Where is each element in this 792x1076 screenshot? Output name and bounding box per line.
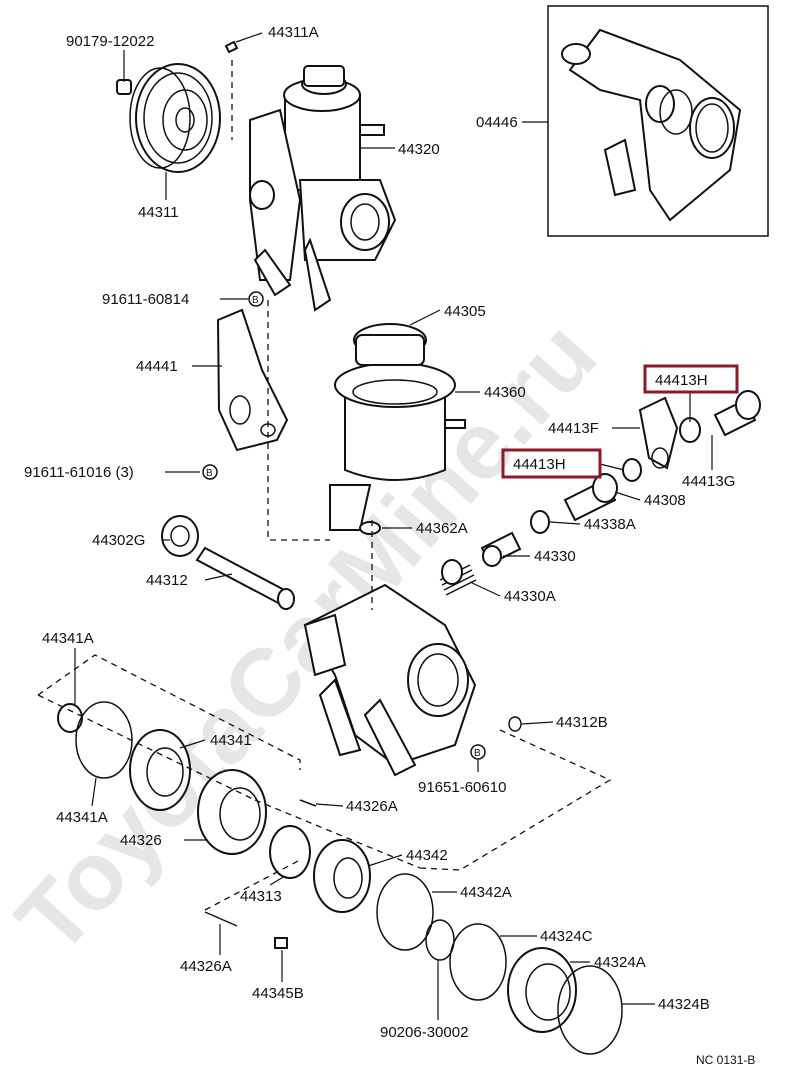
label-44308[interactable]: 44308 <box>644 492 686 509</box>
label-44320[interactable]: 44320 <box>398 141 440 158</box>
valve-44330 <box>480 531 522 567</box>
label-44326A-left[interactable]: 44326A <box>180 958 232 975</box>
snap-ring-44324B <box>557 965 623 1055</box>
label-44311[interactable]: 44311 <box>138 204 179 221</box>
highlight-44413H-mid <box>501 448 602 479</box>
label-44360[interactable]: 44360 <box>484 384 526 401</box>
label-44413G[interactable]: 44413G <box>682 473 735 490</box>
o-ring-44341A-small <box>57 703 83 733</box>
label-44324B[interactable]: 44324B <box>658 996 710 1013</box>
marker-b-2: B <box>202 464 218 480</box>
dashed-shaft-line <box>204 520 373 911</box>
vane-44326A <box>299 799 317 807</box>
kit-box-04446 <box>547 5 769 237</box>
label-44341A-top[interactable]: 44341A <box>42 630 94 647</box>
reference-code: NC 0131-B <box>696 1053 755 1067</box>
label-44338A[interactable]: 44338A <box>584 516 636 533</box>
label-44341A-bottom[interactable]: 44341A <box>56 809 108 826</box>
o-ring-44338A <box>530 510 550 534</box>
bracket-44413F <box>638 396 679 470</box>
washer-44413H-mid <box>622 458 642 482</box>
label-44305[interactable]: 44305 <box>444 303 486 320</box>
label-44330[interactable]: 44330 <box>534 548 576 565</box>
label-44312[interactable]: 44312 <box>146 572 188 589</box>
plate-44342 <box>313 839 371 913</box>
marker-b-1: B <box>248 291 264 307</box>
label-04446[interactable]: 04446 <box>476 114 518 131</box>
pump-housing <box>303 583 477 777</box>
bracket-44441 <box>216 308 289 452</box>
key-44311A <box>224 40 239 54</box>
label-44441[interactable]: 44441 <box>136 358 178 375</box>
label-44342[interactable]: 44342 <box>406 847 448 864</box>
pulley-44311 <box>129 63 221 173</box>
spring-44330A <box>439 559 477 596</box>
o-ring-44342A <box>376 873 434 951</box>
label-44302G[interactable]: 44302G <box>92 532 145 549</box>
label-44311A[interactable]: 44311A <box>268 24 319 41</box>
label-44345B[interactable]: 44345B <box>252 985 304 1002</box>
label-91611-60814[interactable]: 91611-60814 <box>102 291 189 308</box>
label-44362A[interactable]: 44362A <box>416 520 468 537</box>
label-44341[interactable]: 44341 <box>210 732 252 749</box>
bolt-44413G <box>713 390 761 437</box>
rotor-44313 <box>269 825 311 879</box>
label-44342A[interactable]: 44342A <box>460 884 512 901</box>
o-ring-44324C <box>449 923 507 1001</box>
label-44413H-mid[interactable]: 44413H <box>513 456 566 473</box>
vane-44345B <box>274 937 288 949</box>
highlight-44413H-top <box>643 364 739 394</box>
label-90206-30002[interactable]: 90206-30002 <box>380 1024 468 1041</box>
label-44413F[interactable]: 44413F <box>548 420 599 437</box>
label-44324C[interactable]: 44324C <box>540 928 593 945</box>
label-91651-60610[interactable]: 91651-60610 <box>418 779 506 796</box>
plate-44341 <box>129 729 191 811</box>
o-ring-44341A-large <box>75 701 133 779</box>
label-44330A[interactable]: 44330A <box>504 588 556 605</box>
dashed-group-top <box>231 60 330 541</box>
cam-ring-44326 <box>197 769 267 855</box>
valve-44308 <box>563 473 618 522</box>
label-44326A-right[interactable]: 44326A <box>346 798 398 815</box>
marker-b-2-text: B <box>206 468 213 479</box>
label-44326[interactable]: 44326 <box>120 832 162 849</box>
marker-b-1-text: B <box>252 295 259 306</box>
marker-b-3-text: B <box>474 748 481 759</box>
reservoir-44360 <box>329 323 466 531</box>
shaft-44312 <box>195 546 295 610</box>
o-ring-44362A <box>359 521 381 535</box>
nut-90179 <box>116 79 132 95</box>
label-44313[interactable]: 44313 <box>240 888 282 905</box>
pump-assembly-44320 <box>249 65 397 312</box>
label-44324A[interactable]: 44324A <box>594 954 646 971</box>
label-90179-12022[interactable]: 90179-12022 <box>66 33 154 50</box>
label-44312B[interactable]: 44312B <box>556 714 608 731</box>
leader-lines <box>74 32 713 1020</box>
cover-44324A <box>507 947 577 1033</box>
label-44413H-top[interactable]: 44413H <box>655 372 708 389</box>
pin-44326A <box>204 911 238 927</box>
bearing-44302G <box>161 515 199 557</box>
snap-ring-90206 <box>425 919 455 961</box>
marker-b-3: B <box>470 744 486 760</box>
label-91611-61016[interactable]: 91611-61016 (3) <box>24 464 134 481</box>
clip-44312B <box>508 716 522 732</box>
